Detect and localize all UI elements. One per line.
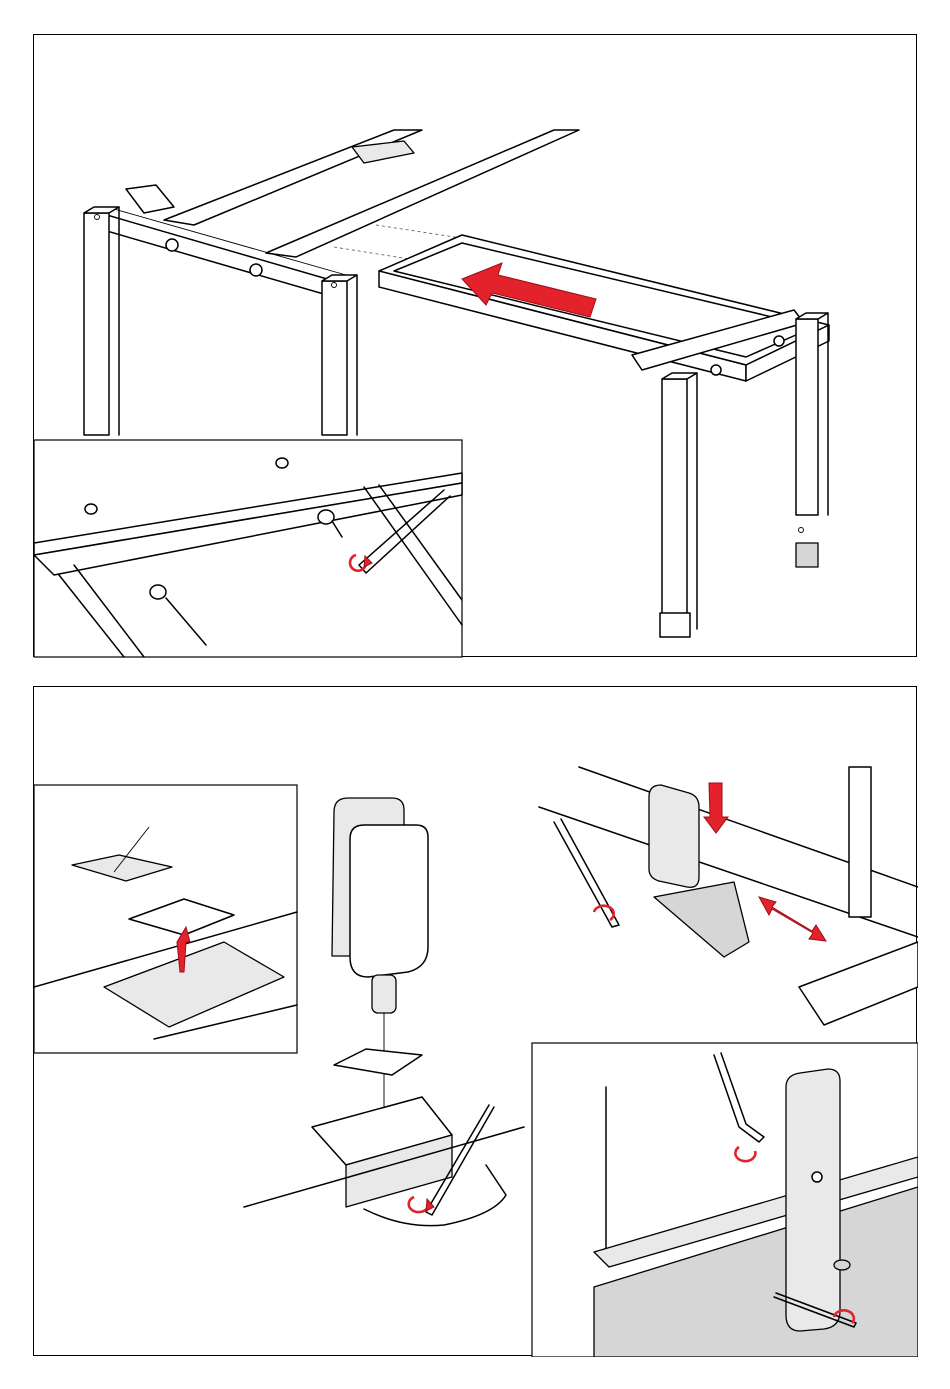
left-leg-1 [84, 213, 109, 435]
right-leg-foot-1 [660, 613, 690, 637]
frame-assembly-drawing [34, 35, 918, 658]
clamp-bracket [649, 785, 699, 887]
screen-mount-view [539, 767, 918, 1025]
allen-key-icon [554, 819, 619, 927]
screen-bracket-panel [33, 686, 917, 1356]
bracket-stem [372, 975, 396, 1013]
right-leg-1 [662, 379, 687, 629]
back-beam-right [266, 130, 579, 257]
bracket-tightening-detail [532, 1043, 918, 1357]
frame-assembly-panel [33, 34, 917, 657]
double-arrow-icon [759, 897, 826, 941]
bolt-fastening-detail [34, 440, 462, 657]
rail-bracket [126, 185, 174, 213]
glide-plate [334, 1049, 422, 1075]
screen-panel-edge [849, 767, 871, 917]
left-leg-2 [322, 281, 347, 435]
right-leg-2 [796, 319, 818, 515]
tightening-bracket [786, 1069, 840, 1331]
push-arrow-icon [704, 783, 728, 833]
rotate-arrow-icon [409, 1197, 428, 1212]
leg-adjuster [796, 543, 818, 567]
bracket-front-plate [350, 825, 428, 977]
screen-bracket-drawing [34, 687, 918, 1357]
glide-plate-detail [34, 785, 297, 1053]
